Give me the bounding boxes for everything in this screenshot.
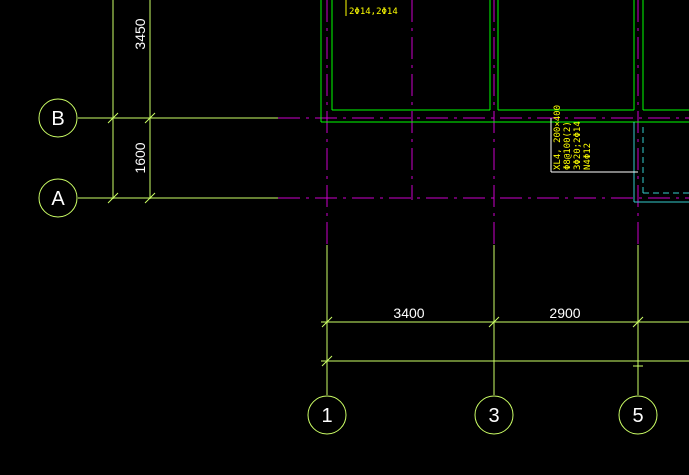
dimension-3450: 3450	[132, 18, 148, 49]
column-bubble-3: 3	[474, 395, 514, 435]
row-label-A: A	[51, 188, 65, 210]
beam-annotation-line-1: XL4, 200×400	[553, 105, 563, 170]
column-label-3: 3	[488, 405, 499, 427]
column-label-5: 5	[632, 405, 643, 427]
top-rebar-annotation: 2Φ14,2Φ14	[349, 7, 398, 17]
row-bubble-A: A	[38, 178, 78, 218]
column-bubble-1: 1	[307, 395, 347, 435]
beam-annotation-line-2: Φ8@100(2)	[563, 121, 573, 170]
dimension-2900: 2900	[549, 305, 580, 321]
row-bubble-B: B	[38, 98, 78, 138]
row-label-B: B	[51, 108, 64, 130]
beam-annotation-line-4: N4Φ12	[583, 143, 593, 170]
column-bubble-5: 5	[618, 395, 658, 435]
column-outline	[633, 122, 689, 203]
column-label-1: 1	[321, 405, 332, 427]
annotation-leader	[345, 0, 638, 173]
dimension-3400: 3400	[393, 305, 424, 321]
walls	[320, 0, 689, 123]
beam-annotation: XL4, 200×400 Φ8@100(2) 3Φ20;2Φ14 N4Φ12	[553, 105, 593, 170]
beam-annotation-line-3: 3Φ20;2Φ14	[573, 121, 583, 170]
dimension-1600: 1600	[132, 142, 148, 173]
dimension-lines	[78, 0, 689, 395]
